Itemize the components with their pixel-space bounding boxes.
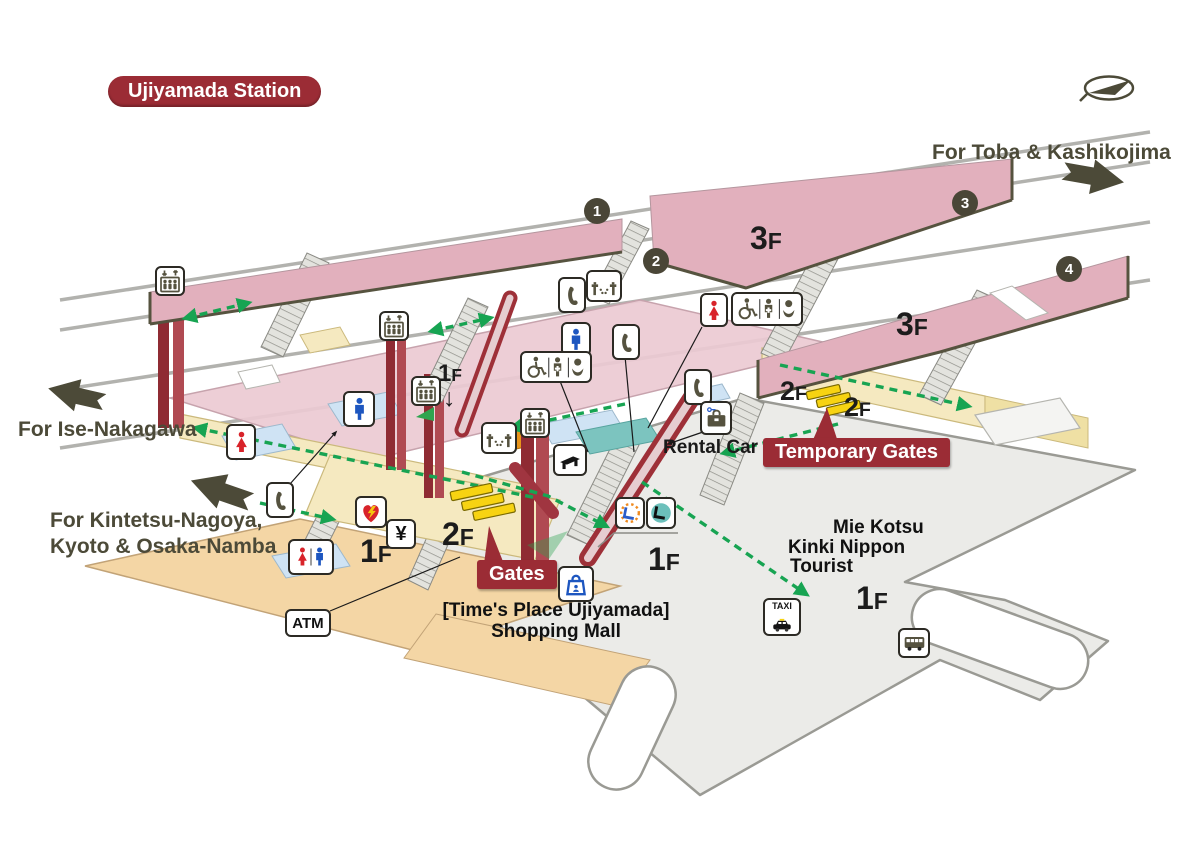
temporary-ticket-gates — [805, 384, 862, 416]
platform-number: 4 — [1064, 260, 1074, 278]
gates-callout-pointer — [484, 526, 504, 564]
direction-nagoya-line2: Kyoto & Osaka-Namba — [50, 535, 277, 559]
floor-1f — [84, 396, 1137, 797]
restrooms-icon — [288, 539, 334, 575]
atm-icon: ATM — [285, 609, 331, 637]
leader-lines — [289, 326, 704, 612]
tourist-office-line3: Tourist — [790, 556, 853, 577]
shopping-mall-line1: [Time's Place Ujiyamada] — [442, 600, 670, 621]
platform-number: 3 — [960, 194, 970, 212]
platform-number: 2 — [651, 252, 661, 270]
platform-badge-2: 2 — [643, 248, 669, 274]
floor-label-1f-east: 1F — [856, 580, 888, 616]
floor-label-3f-a: 3F — [750, 220, 782, 256]
shopping-mall-line2: Shopping Mall — [491, 621, 621, 643]
compass-icon — [1075, 68, 1139, 108]
mens-toilet-icon — [561, 322, 591, 356]
floor-arrow — [527, 531, 568, 559]
driveway-south — [587, 665, 677, 791]
taxi-stand-icon: TAXI — [763, 598, 801, 636]
temporary-gates-callout-pointer — [812, 408, 838, 442]
limited-express-ticket-office-icon — [615, 497, 645, 529]
temporary-gates-label: Temporary Gates — [763, 438, 951, 467]
station-title-badge: Ujiyamada Station — [108, 76, 322, 107]
shopping-mall-label: [Time's Place Ujiyamada] Shopping Mall — [428, 600, 684, 643]
rental-car-label: Rental Car — [663, 437, 759, 458]
shopping-mall-icon — [558, 566, 594, 602]
drinking-fountain-icon — [481, 422, 517, 454]
floor-label-2f-gates: 2F — [442, 516, 474, 552]
platform-badge-1: 1 — [584, 198, 610, 224]
direction-nagoya-line1: For Kintetsu-Nagoya, — [50, 509, 263, 532]
ticket-office-icon — [646, 497, 676, 529]
elevator-icon — [411, 376, 441, 406]
tourist-office-line1: Mie Kotsu — [833, 517, 924, 538]
mens-toilet-icon — [343, 391, 375, 427]
service-counter-icon — [553, 444, 587, 476]
platform-badge-4: 4 — [1056, 256, 1082, 282]
gates-label: Gates — [477, 560, 557, 589]
floor-label-1f-center: 1F — [648, 541, 680, 577]
platform-3f-tracks34 — [756, 255, 1130, 400]
accessible-toilet-baby-care-icons — [731, 292, 803, 326]
telephone-icon — [684, 369, 712, 405]
floor-label-2f-temp-a: 2F — [780, 376, 807, 406]
elevator-icon — [155, 266, 185, 296]
elevator-exit-arrow — [416, 407, 434, 421]
tourist-office-line2: Kinki Nippon — [788, 537, 906, 558]
platform-number: 1 — [592, 202, 602, 220]
direction-ise: For Ise-Nakagawa — [18, 418, 197, 441]
elevator-icon — [520, 408, 550, 438]
floor-label-2f-temp-b: 2F — [844, 392, 871, 422]
direction-toba: For Toba & Kashikojima — [932, 141, 1171, 164]
floor-label-3f-b: 3F — [896, 306, 928, 342]
telephone-icon — [612, 324, 640, 360]
direction-nagoya: For Kintetsu-Nagoya, Kyoto & Osaka-Namba — [50, 508, 276, 561]
bus-stop-icon — [898, 628, 930, 658]
telephone-icon — [558, 277, 586, 313]
taxi-text: TAXI — [772, 600, 792, 611]
telephone-icon — [266, 482, 294, 518]
elevator-down-arrow: ↓ — [443, 384, 456, 412]
rental-car-icon — [700, 401, 732, 435]
currency-exchange-icon: ¥ — [386, 519, 416, 549]
escalators — [454, 290, 707, 567]
main-ticket-gates — [449, 482, 516, 521]
womens-toilet-icon — [226, 424, 256, 460]
elevator-icon — [379, 311, 409, 341]
accessible-toilet-baby-care-icons — [520, 351, 592, 383]
floor-label-1f-elevator: 1F — [438, 360, 462, 387]
aed-icon — [355, 496, 387, 528]
womens-toilet-icon — [700, 293, 728, 327]
atm-text: ATM — [292, 614, 324, 632]
driveway-east — [910, 587, 1090, 691]
platform-3f-tracks12 — [148, 158, 1014, 326]
yen-glyph: ¥ — [395, 522, 407, 545]
platform-badge-3: 3 — [952, 190, 978, 216]
drinking-fountain-icon — [586, 270, 622, 302]
